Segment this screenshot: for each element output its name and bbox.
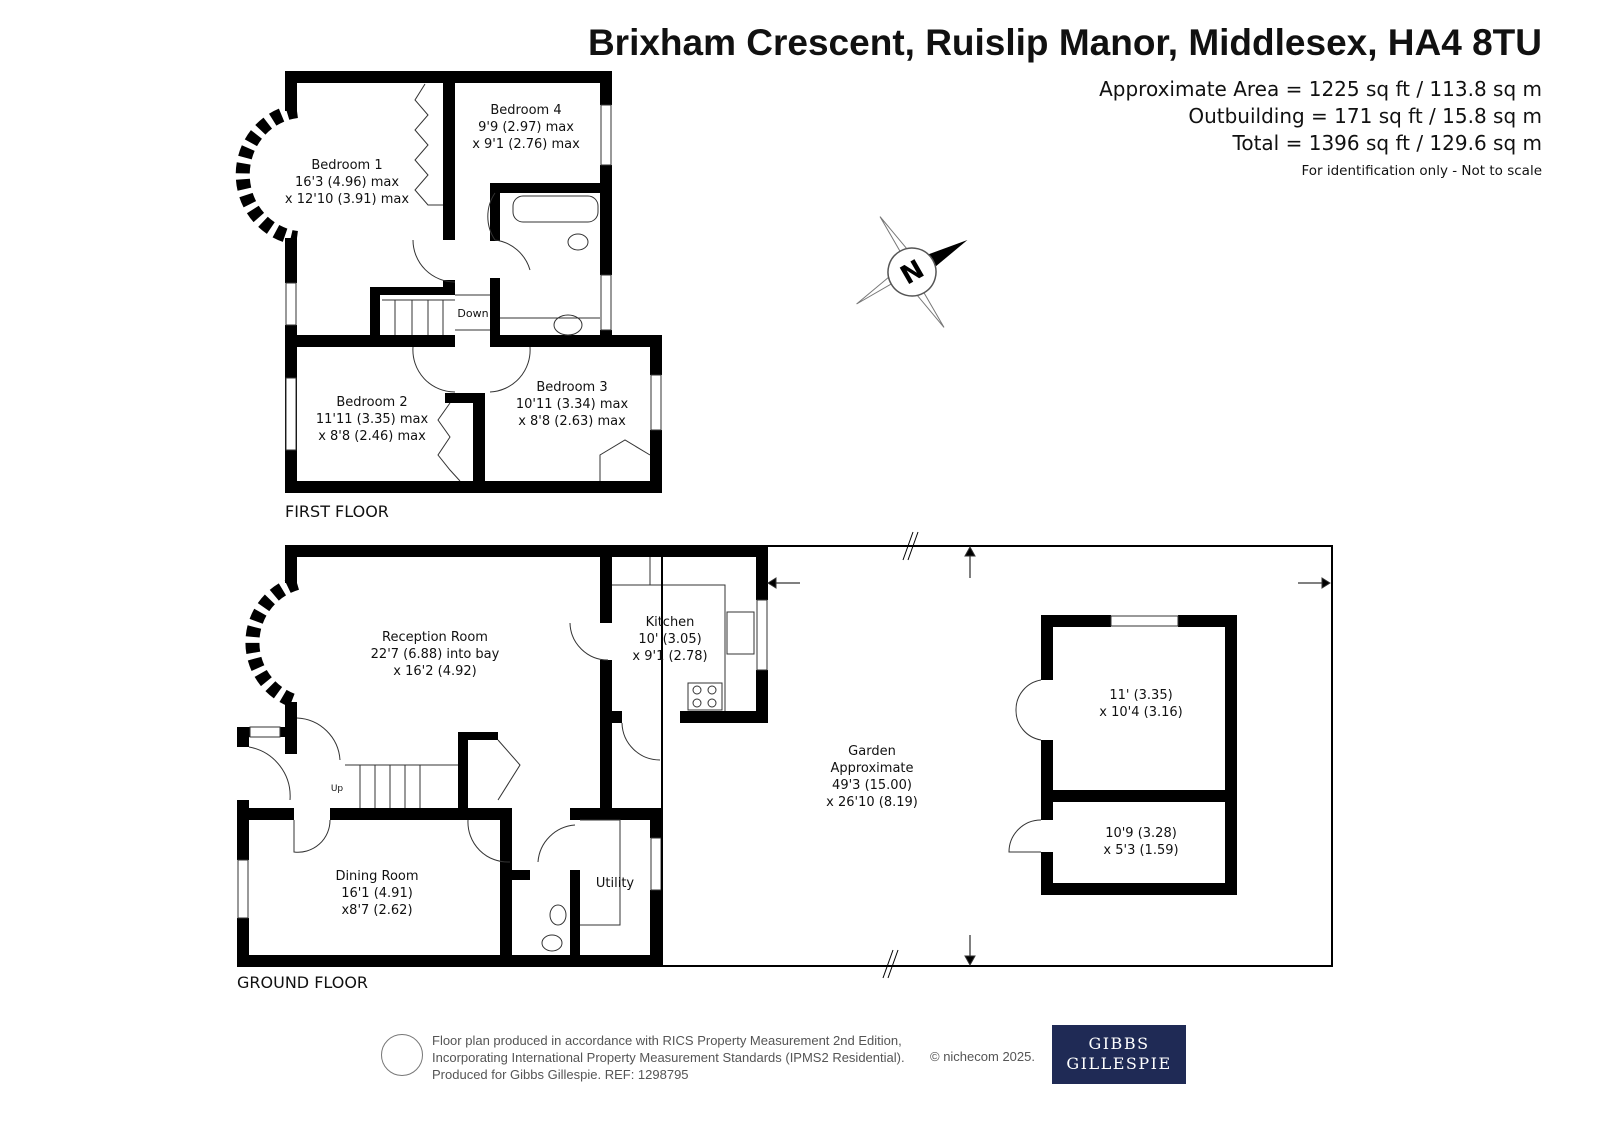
room-dimension: 16'1 (4.91) <box>341 886 413 901</box>
logo-line: GIBBS <box>1088 1034 1150 1053</box>
room-dimension: 11'11 (3.35) max <box>316 412 429 427</box>
room-dimension: x 16'2 (4.92) <box>393 664 476 679</box>
compass-icon: N <box>856 216 968 328</box>
room-dimension: 10' (3.05) <box>638 632 701 647</box>
room-dimension: x 26'10 (8.19) <box>826 795 918 810</box>
stairs-label: Down <box>457 307 488 320</box>
room-name: Bedroom 3 <box>536 380 607 395</box>
ground-floor-labels: Reception Room 22'7 (6.88) into bay x 16… <box>237 615 1183 992</box>
footer-line: Floor plan produced in accordance with R… <box>432 1033 902 1048</box>
scale-note: For identification only - Not to scale <box>1301 163 1542 179</box>
room-dimension: x 8'8 (2.46) max <box>318 429 426 444</box>
first-floor-label: FIRST FLOOR <box>285 502 389 521</box>
room-dimension: x 8'8 (2.63) max <box>518 414 626 429</box>
room-name: Garden <box>848 744 896 759</box>
room-dimension: 10'9 (3.28) <box>1105 826 1177 841</box>
room-dimension: 11' (3.35) <box>1109 688 1172 703</box>
room-name: Kitchen <box>646 615 695 630</box>
footer-line: Incorporating International Property Mea… <box>432 1050 905 1065</box>
first-floor-fixtures <box>235 83 662 482</box>
stairs-label: Up <box>331 784 344 794</box>
ground-floor-walls <box>237 545 768 967</box>
footer-line: Produced for Gibbs Gillespie. REF: 12987… <box>432 1067 689 1082</box>
gibbs-gillespie-logo: GIBBS GILLESPIE <box>1052 1025 1186 1084</box>
first-floor-walls <box>285 71 662 493</box>
room-dimension: 16'3 (4.96) max <box>295 175 399 190</box>
room-name: Utility <box>596 876 635 891</box>
page-title: Brixham Crescent, Ruislip Manor, Middles… <box>587 22 1542 63</box>
room-dimension: x 9'1 (2.76) max <box>472 137 580 152</box>
room-dimension: x 9'1 (2.78) <box>632 649 707 664</box>
room-name: Dining Room <box>335 869 418 884</box>
room-name: Reception Room <box>382 630 488 645</box>
room-dimension: 49'3 (15.00) <box>832 778 912 793</box>
outbuilding-walls <box>1041 615 1237 895</box>
room-dimension: x 10'4 (3.16) <box>1099 705 1182 720</box>
footer-text: Floor plan produced in accordance with R… <box>432 1032 905 1083</box>
room-name: Bedroom 4 <box>490 103 561 118</box>
room-dimension: Approximate <box>830 761 913 776</box>
room-dimension: 9'9 (2.97) max <box>478 120 574 135</box>
room-dimension: 10'11 (3.34) max <box>516 397 629 412</box>
ground-floor-label: GROUND FLOOR <box>237 973 368 992</box>
rics-person-icon <box>381 1034 423 1076</box>
room-dimension: x 5'3 (1.59) <box>1103 843 1178 858</box>
room-name: Bedroom 1 <box>311 158 382 173</box>
room-dimension: x 12'10 (3.91) max <box>285 192 409 207</box>
room-dimension: x8'7 (2.62) <box>341 903 412 918</box>
copyright: © nichecom 2025. <box>930 1049 1035 1064</box>
approx-area: Approximate Area = 1225 sq ft / 113.8 sq… <box>1099 77 1542 101</box>
outbuilding-area: Outbuilding = 171 sq ft / 15.8 sq m <box>1188 104 1542 128</box>
ground-floor-fixtures <box>237 531 1333 979</box>
logo-line: GILLESPIE <box>1066 1054 1172 1073</box>
total-area: Total = 1396 sq ft / 129.6 sq m <box>1232 131 1542 155</box>
room-dimension: 22'7 (6.88) into bay <box>371 647 500 662</box>
room-name: Bedroom 2 <box>336 395 407 410</box>
first-floor-labels: Bedroom 1 16'3 (4.96) max x 12'10 (3.91)… <box>285 103 629 521</box>
